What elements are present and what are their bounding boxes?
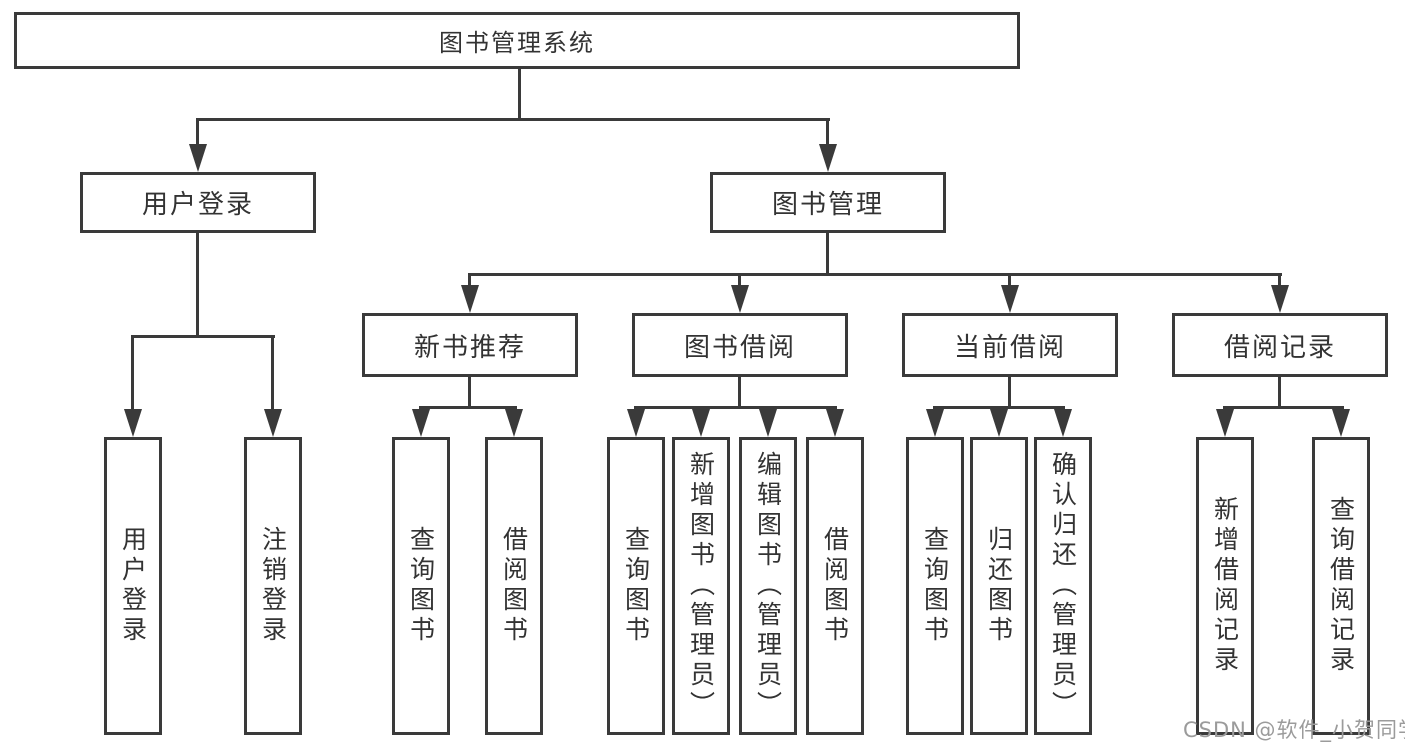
leaf-records-query-record: 查询借阅记录 bbox=[1312, 437, 1370, 735]
node-label: 用户登录 bbox=[118, 526, 148, 646]
arrowhead-icon bbox=[264, 409, 282, 437]
csdn-watermark: CSDN @软件_小贺同学 bbox=[1183, 718, 1405, 742]
connector-segment bbox=[1278, 377, 1281, 406]
leaf-logout: 注销登录 bbox=[244, 437, 302, 735]
node-label: 新增图书（管理员） bbox=[686, 451, 716, 721]
node-root: 图书管理系统 bbox=[14, 12, 1020, 69]
connector-segment bbox=[933, 406, 1065, 409]
node-label: 借阅记录 bbox=[1223, 332, 1336, 363]
connector-segment bbox=[1278, 276, 1281, 285]
connector-segment bbox=[419, 406, 517, 409]
connector-segment bbox=[196, 121, 199, 144]
leaf-borrowing-edit-books-admin: 编辑图书（管理员） bbox=[739, 437, 797, 735]
node-label: 用户登录 bbox=[141, 190, 254, 220]
arrowhead-icon bbox=[926, 409, 944, 437]
arrowhead-icon bbox=[731, 285, 749, 313]
node-label: 借阅图书 bbox=[820, 526, 850, 646]
connector-segment bbox=[826, 121, 829, 144]
node-label: 查询图书 bbox=[621, 526, 651, 646]
node-user-login: 用户登录 bbox=[80, 172, 316, 233]
arrowhead-icon bbox=[1054, 409, 1072, 437]
node-new-book-recommend: 新书推荐 bbox=[362, 313, 578, 377]
arrowhead-icon bbox=[1216, 409, 1234, 437]
node-label: 确认归还（管理员） bbox=[1048, 451, 1078, 721]
connector-segment bbox=[468, 276, 471, 285]
connector-segment bbox=[738, 276, 741, 285]
arrowhead-icon bbox=[189, 144, 207, 172]
connector-segment bbox=[1008, 377, 1011, 406]
node-current-borrowing: 当前借阅 bbox=[902, 313, 1118, 377]
connector-segment bbox=[1008, 276, 1011, 285]
connector-segment bbox=[271, 338, 274, 409]
arrowhead-icon bbox=[505, 409, 523, 437]
leaf-current-confirm-return-admin: 确认归还（管理员） bbox=[1034, 437, 1092, 735]
arrowhead-icon bbox=[826, 409, 844, 437]
arrowhead-icon bbox=[692, 409, 710, 437]
node-label: 图书管理系统 bbox=[439, 29, 595, 57]
node-label: 归还图书 bbox=[984, 526, 1014, 646]
connector-segment bbox=[518, 68, 521, 121]
node-label: 新增借阅记录 bbox=[1210, 496, 1240, 676]
leaf-user-login: 用户登录 bbox=[104, 437, 162, 735]
node-label: 注销登录 bbox=[258, 526, 288, 646]
leaf-current-query-books: 查询图书 bbox=[906, 437, 964, 735]
connector-segment bbox=[738, 377, 741, 406]
connector-segment bbox=[1223, 406, 1344, 409]
leaf-borrowing-add-books-admin: 新增图书（管理员） bbox=[672, 437, 730, 735]
node-label: 图书管理 bbox=[771, 190, 884, 220]
arrowhead-icon bbox=[461, 285, 479, 313]
node-label: 查询图书 bbox=[920, 526, 950, 646]
node-label: 查询借阅记录 bbox=[1326, 496, 1356, 676]
connector-segment bbox=[131, 335, 275, 338]
leaf-newbook-query-books: 查询图书 bbox=[392, 437, 450, 735]
arrowhead-icon bbox=[1271, 285, 1289, 313]
arrowhead-icon bbox=[819, 144, 837, 172]
leaf-newbook-borrow-books: 借阅图书 bbox=[485, 437, 543, 735]
node-label: 查询图书 bbox=[406, 526, 436, 646]
arrowhead-icon bbox=[412, 409, 430, 437]
node-label: 图书借阅 bbox=[683, 332, 796, 363]
connector-segment bbox=[196, 118, 830, 121]
node-label: 新书推荐 bbox=[413, 332, 526, 363]
arrowhead-icon bbox=[759, 409, 777, 437]
node-book-borrowing: 图书借阅 bbox=[632, 313, 848, 377]
arrowhead-icon bbox=[1332, 409, 1350, 437]
connector-segment bbox=[131, 338, 134, 409]
node-label: 借阅图书 bbox=[499, 526, 529, 646]
leaf-current-return-books: 归还图书 bbox=[970, 437, 1028, 735]
node-label: 编辑图书（管理员） bbox=[753, 451, 783, 721]
arrowhead-icon bbox=[1001, 285, 1019, 313]
arrowhead-icon bbox=[627, 409, 645, 437]
node-label: 当前借阅 bbox=[953, 332, 1066, 363]
node-borrowing-records: 借阅记录 bbox=[1172, 313, 1388, 377]
connector-segment bbox=[634, 406, 837, 409]
arrowhead-icon bbox=[124, 409, 142, 437]
connector-segment bbox=[196, 233, 199, 335]
leaf-borrowing-borrow-books: 借阅图书 bbox=[806, 437, 864, 735]
leaf-borrowing-query-books: 查询图书 bbox=[607, 437, 665, 735]
connector-segment bbox=[468, 273, 1282, 276]
connector-segment bbox=[826, 233, 829, 276]
node-book-management: 图书管理 bbox=[710, 172, 946, 233]
arrowhead-icon bbox=[990, 409, 1008, 437]
connector-segment bbox=[468, 377, 471, 406]
leaf-records-add-record: 新增借阅记录 bbox=[1196, 437, 1254, 735]
